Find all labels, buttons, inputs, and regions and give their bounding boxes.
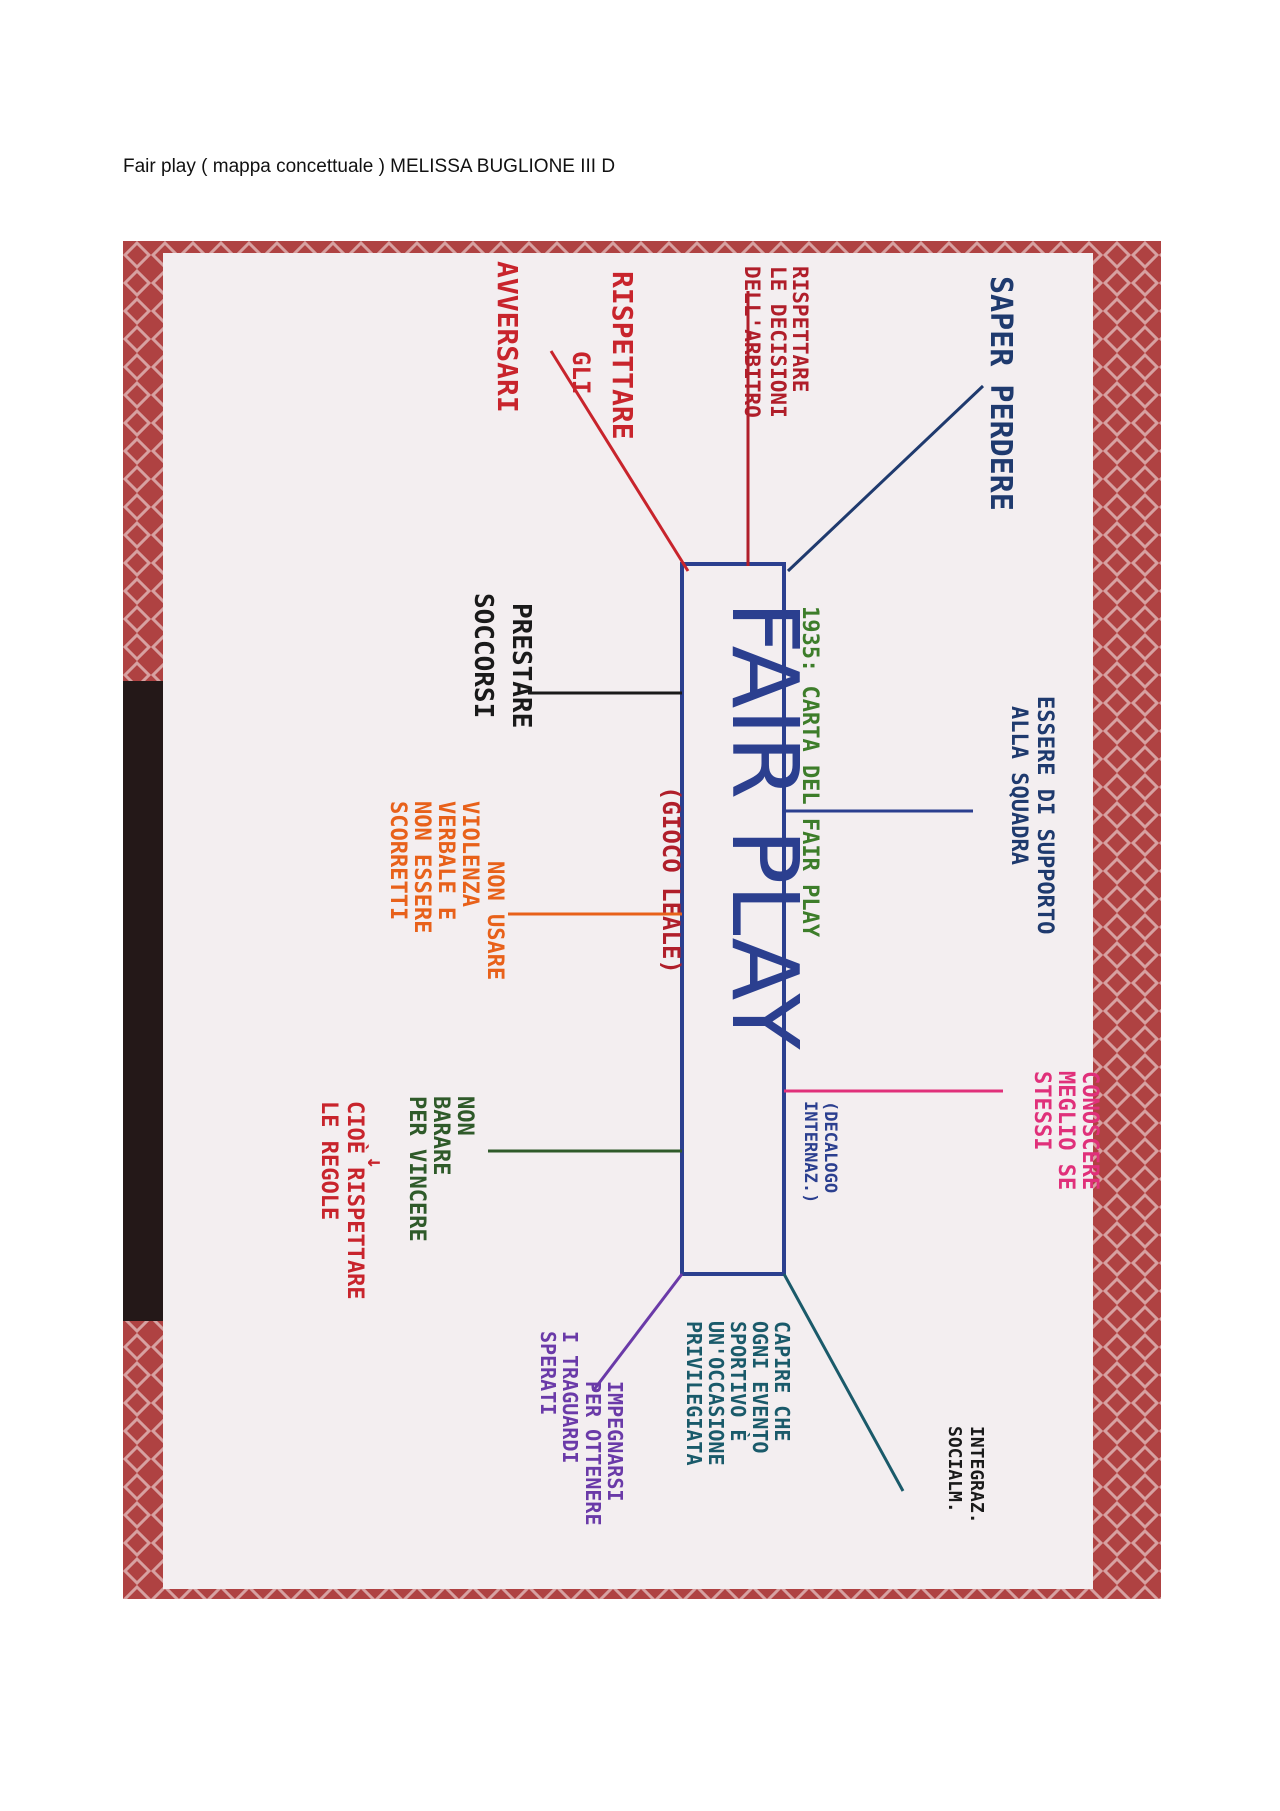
branch-barare-line-3: PER VINCERE	[404, 1096, 429, 1242]
branch-arbitro-line-2: LE DECISIONI	[766, 266, 790, 418]
branch-barare-line-1: NON	[452, 1096, 477, 1136]
branch-violenza-line-2: VIOLENZA	[457, 801, 482, 907]
mind-map-photo: FAIR PLAY (GIOCO LEALE) 1935: CARTA DEL …	[123, 241, 1161, 1599]
branch-arbitro-line-3: DELL'ARBITRO	[740, 266, 764, 418]
branch-barare-arrow: ↓	[362, 1156, 387, 1169]
branch-supporto-line-2: ALLA SQUADRA	[1006, 706, 1031, 865]
branch-capire-line-3: SPORTIVO È	[726, 1321, 750, 1441]
branch-impegnarsi-line-1: IMPEGNARSI	[603, 1381, 627, 1501]
branch-prestare-line-1: PRESTARE	[506, 603, 536, 728]
branch-violenza-line-5: SCORRETTI	[385, 801, 410, 920]
dark-background-area	[123, 681, 163, 1321]
center-rail-text: 1935: CARTA DEL FAIR PLAY	[797, 606, 822, 938]
branch-conoscere-line-3: STESSI	[1029, 1071, 1054, 1150]
branch-integrazione-line-1: INTEGRAZ.	[966, 1426, 987, 1524]
branch-capire-line-5: PRIVILEGIATA	[682, 1321, 706, 1466]
branch-conoscere-line-2: MEGLIO SE	[1053, 1071, 1078, 1190]
center-rail-note-2: INTERNAZ.)	[800, 1101, 820, 1203]
branch-integrazione-line-2: SOCIALM.	[944, 1426, 965, 1513]
paper-sheet	[163, 253, 1093, 1589]
branch-avversari-line-2: GLI	[567, 351, 595, 394]
branch-violenza-line-4: NON ESSERE	[409, 801, 434, 933]
document-title: Fair play ( mappa concettuale ) MELISSA …	[123, 156, 616, 177]
branch-supporto-line-1: ESSERE DI SUPPORTO	[1032, 696, 1057, 934]
branch-line-saper-perdere	[786, 384, 985, 573]
center-rail-note-1: (DECALOGO	[820, 1101, 840, 1193]
branch-arbitro-line-1: RISPETTARE	[788, 266, 812, 392]
branch-capire-line-2: OGNI EVENTO	[748, 1321, 772, 1453]
branch-avversari-line-3: AVVERSARI	[491, 261, 524, 413]
branch-line-impegnarsi	[591, 1273, 684, 1392]
branch-barare-line-2: BARARE	[428, 1096, 453, 1175]
branch-barare-line-4: CIOÈ RISPETTARE	[342, 1101, 368, 1300]
branch-avversari-line-1: RISPETTARE	[606, 271, 639, 440]
branch-capire-line-4: UN'OCCASIONE	[704, 1321, 728, 1466]
branch-saper-perdere: SAPER PERDERE	[983, 276, 1018, 511]
branch-impegnarsi-line-2: PER OTTENERE	[581, 1381, 605, 1526]
branch-line-integrazione	[782, 1273, 905, 1492]
branch-capire-line-1: CAPIRE CHE	[770, 1321, 794, 1441]
branch-barare-line-5: LE REGOLE	[316, 1101, 341, 1220]
branch-conoscere-line-1: CONOSCERE	[1077, 1071, 1102, 1190]
branch-prestare-line-2: SOCCORSI	[468, 593, 498, 718]
center-main-text: FAIR PLAY	[711, 601, 818, 1050]
center-sub-text: (GIOCO LEALE)	[657, 786, 685, 974]
branch-violenza-line-1: NON USARE	[482, 861, 507, 980]
branch-line-avversari	[549, 350, 690, 572]
center-box	[680, 562, 786, 1276]
branch-violenza-line-3: VERBALE E	[433, 801, 458, 920]
branch-impegnarsi-line-4: SPERATI	[536, 1331, 560, 1415]
branch-impegnarsi-line-3: I TRAGUARDI	[558, 1331, 582, 1463]
